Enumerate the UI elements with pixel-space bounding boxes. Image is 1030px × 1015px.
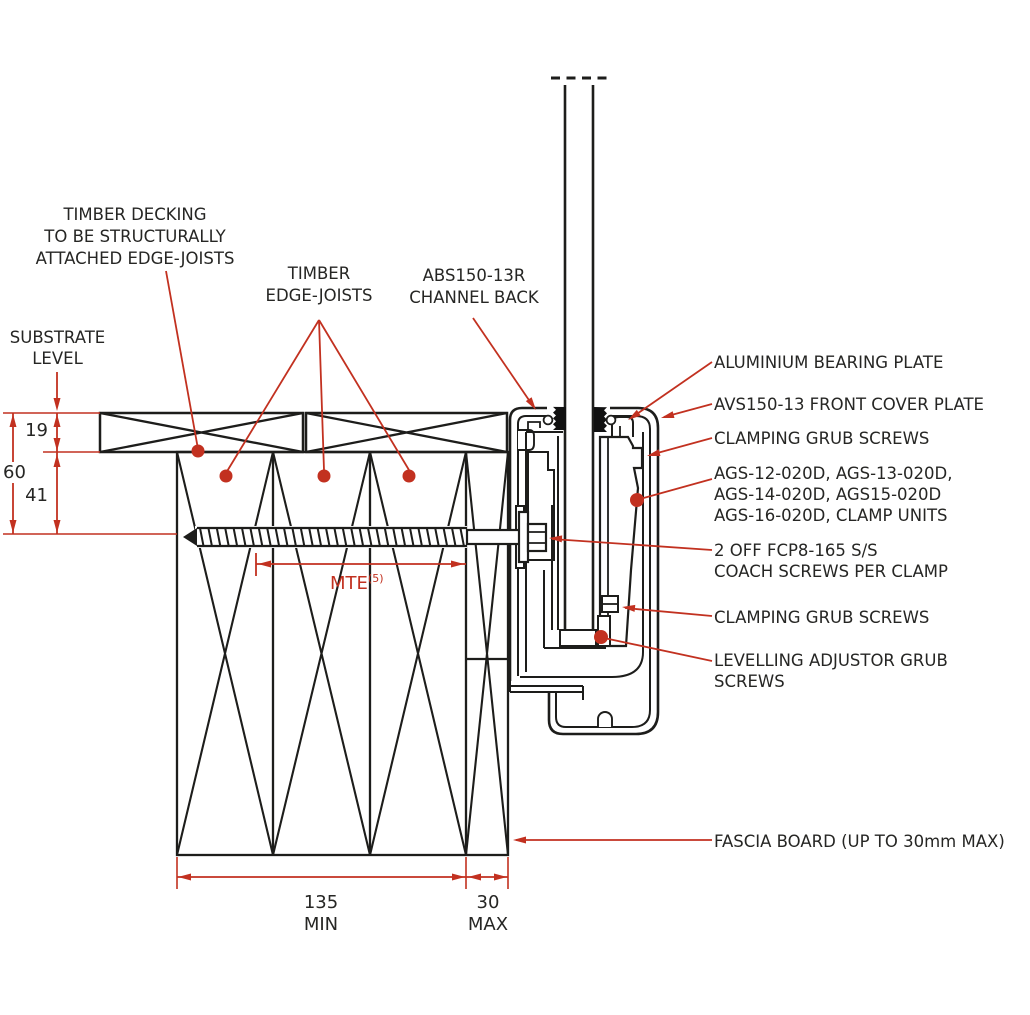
label-bearing-plate: ALUMINIUM BEARING PLATE [714, 353, 944, 372]
dot-clamp-units [630, 493, 644, 507]
channel-back-outer [508, 406, 547, 681]
channel-inner-floor [520, 651, 644, 678]
arrow-30-right [494, 873, 507, 881]
clamping-grub-screw-top-right [594, 407, 607, 432]
leader-channel-back [472, 317, 534, 407]
joist-dividers [271, 452, 468, 855]
arrow-bearing-plate [628, 409, 641, 420]
label-clamp-units: AGS-12-020D, AGS-13-020D, AGS-14-020D, A… [714, 464, 953, 525]
label-coach-screws: 2 OFF FCP8-165 S/S COACH SCREWS PER CLAM… [714, 541, 948, 581]
arrow-41-bottom [53, 520, 61, 533]
leader-levelling-screws [603, 637, 713, 662]
dot-edge-joist-3 [402, 469, 416, 483]
mte-label: MTE [330, 573, 368, 594]
dim-text-mte: MTE(5) [330, 568, 384, 595]
dot-levelling-screws [594, 630, 608, 644]
arrow-grub-screws-upper [647, 449, 661, 457]
cover-plate-outer [547, 406, 660, 736]
arrow-19-top [53, 414, 61, 427]
clamp-left-bracket [527, 421, 541, 432]
leader-grub-screws-lower [624, 607, 713, 617]
label-timber-edge-joists: TIMBER EDGE-JOISTS [265, 264, 373, 305]
arrow-19-bottom [53, 438, 61, 451]
label-clamping-grub-screws-upper: CLAMPING GRUB SCREWS [714, 429, 930, 448]
label-channel-back: ABS150-13R CHANNEL BACK [409, 266, 539, 307]
label-levelling-screws: LEVELLING ADJUSTOR GRUB SCREWS [714, 651, 948, 691]
glass-pocket-floor [543, 570, 606, 649]
dim-line-mte [255, 553, 466, 576]
arrow-channel-back [525, 397, 536, 410]
dot-edge-joist-2 [317, 469, 331, 483]
leader-clamp-units [639, 478, 713, 500]
fascia-hatch [464, 451, 510, 856]
arrow-fascia-board [513, 836, 526, 844]
leader-grub-screws-upper [649, 437, 713, 456]
timber-joists [175, 450, 510, 857]
coach-screw-shank-edges [197, 526, 467, 548]
dim-text-41: 41 [25, 485, 48, 506]
label-clamping-grub-screws-lower: CLAMPING GRUB SCREWS [714, 608, 930, 627]
arrow-front-cover-plate [661, 411, 675, 419]
coach-screw [183, 510, 548, 564]
timber-decking [98, 411, 509, 454]
arrow-41-top [53, 454, 61, 467]
clamp-pin-right [605, 414, 617, 426]
cover-plate-inner [555, 415, 651, 728]
arrow-30-left [468, 873, 481, 881]
channel-bottom-lip [509, 681, 584, 700]
coach-screw-head-facets [528, 531, 546, 544]
leader-timber-decking [165, 270, 199, 450]
label-timber-decking: TIMBER DECKING TO BE STRUCTURALLY ATTACH… [35, 205, 235, 268]
label-front-cover-plate: AVS150-13 FRONT COVER PLATE [714, 395, 984, 414]
coach-screw-washer [517, 510, 530, 564]
dot-edge-joist-1 [219, 469, 233, 483]
arrow-60-top [9, 414, 17, 427]
leader-coach-screws [551, 538, 713, 551]
dim-text-30-max: 30 MAX [467, 892, 509, 935]
arrow-mte-right [451, 560, 464, 568]
dim-text-135-min: 135 MIN [303, 892, 339, 935]
leader-edge-joists [225, 319, 410, 474]
dot-timber-decking [191, 444, 205, 458]
arrow-135-left [178, 873, 191, 881]
dim-text-60: 60 [1, 462, 28, 484]
arrow-coach-screws [549, 535, 563, 543]
coach-screw-mask [195, 526, 467, 548]
decking-board-2-hatch [305, 411, 508, 454]
dim-text-60-value: 60 [1, 462, 28, 483]
joist-hatch [175, 451, 468, 856]
arrow-60-bottom [9, 520, 17, 533]
coach-screw-head [526, 522, 548, 553]
setting-block [559, 629, 597, 647]
arrow-substrate [53, 398, 61, 411]
clamp-unit-right [598, 435, 644, 648]
channel-screw-boss [597, 711, 613, 727]
arrow-135-right [452, 873, 465, 881]
joist-block-outline [175, 450, 510, 857]
arrow-mte-left [258, 560, 271, 568]
mte-superscript: (5) [367, 572, 384, 585]
coach-screw-threads [199, 527, 465, 547]
label-substrate-level: SUBSTRATE LEVEL [9, 328, 106, 368]
coach-screw-plain-shank [465, 528, 523, 546]
decking-board-1-hatch [99, 411, 304, 454]
arrow-grub-screws-lower [622, 604, 636, 612]
label-fascia-board: FASCIA BOARD (UP TO 30mm MAX) [714, 832, 1005, 851]
dim-text-19: 19 [25, 420, 48, 441]
red-arrowheads [9, 397, 675, 881]
clamping-grub-screw-top-left [553, 406, 566, 430]
leader-bearing-plate [630, 361, 713, 419]
coach-screw-tip [183, 528, 197, 546]
dim-ticks-bottom [176, 857, 509, 889]
channel-back-inner [517, 415, 547, 676]
clamp-pin-left [542, 414, 554, 426]
channel-assembly [508, 406, 660, 736]
